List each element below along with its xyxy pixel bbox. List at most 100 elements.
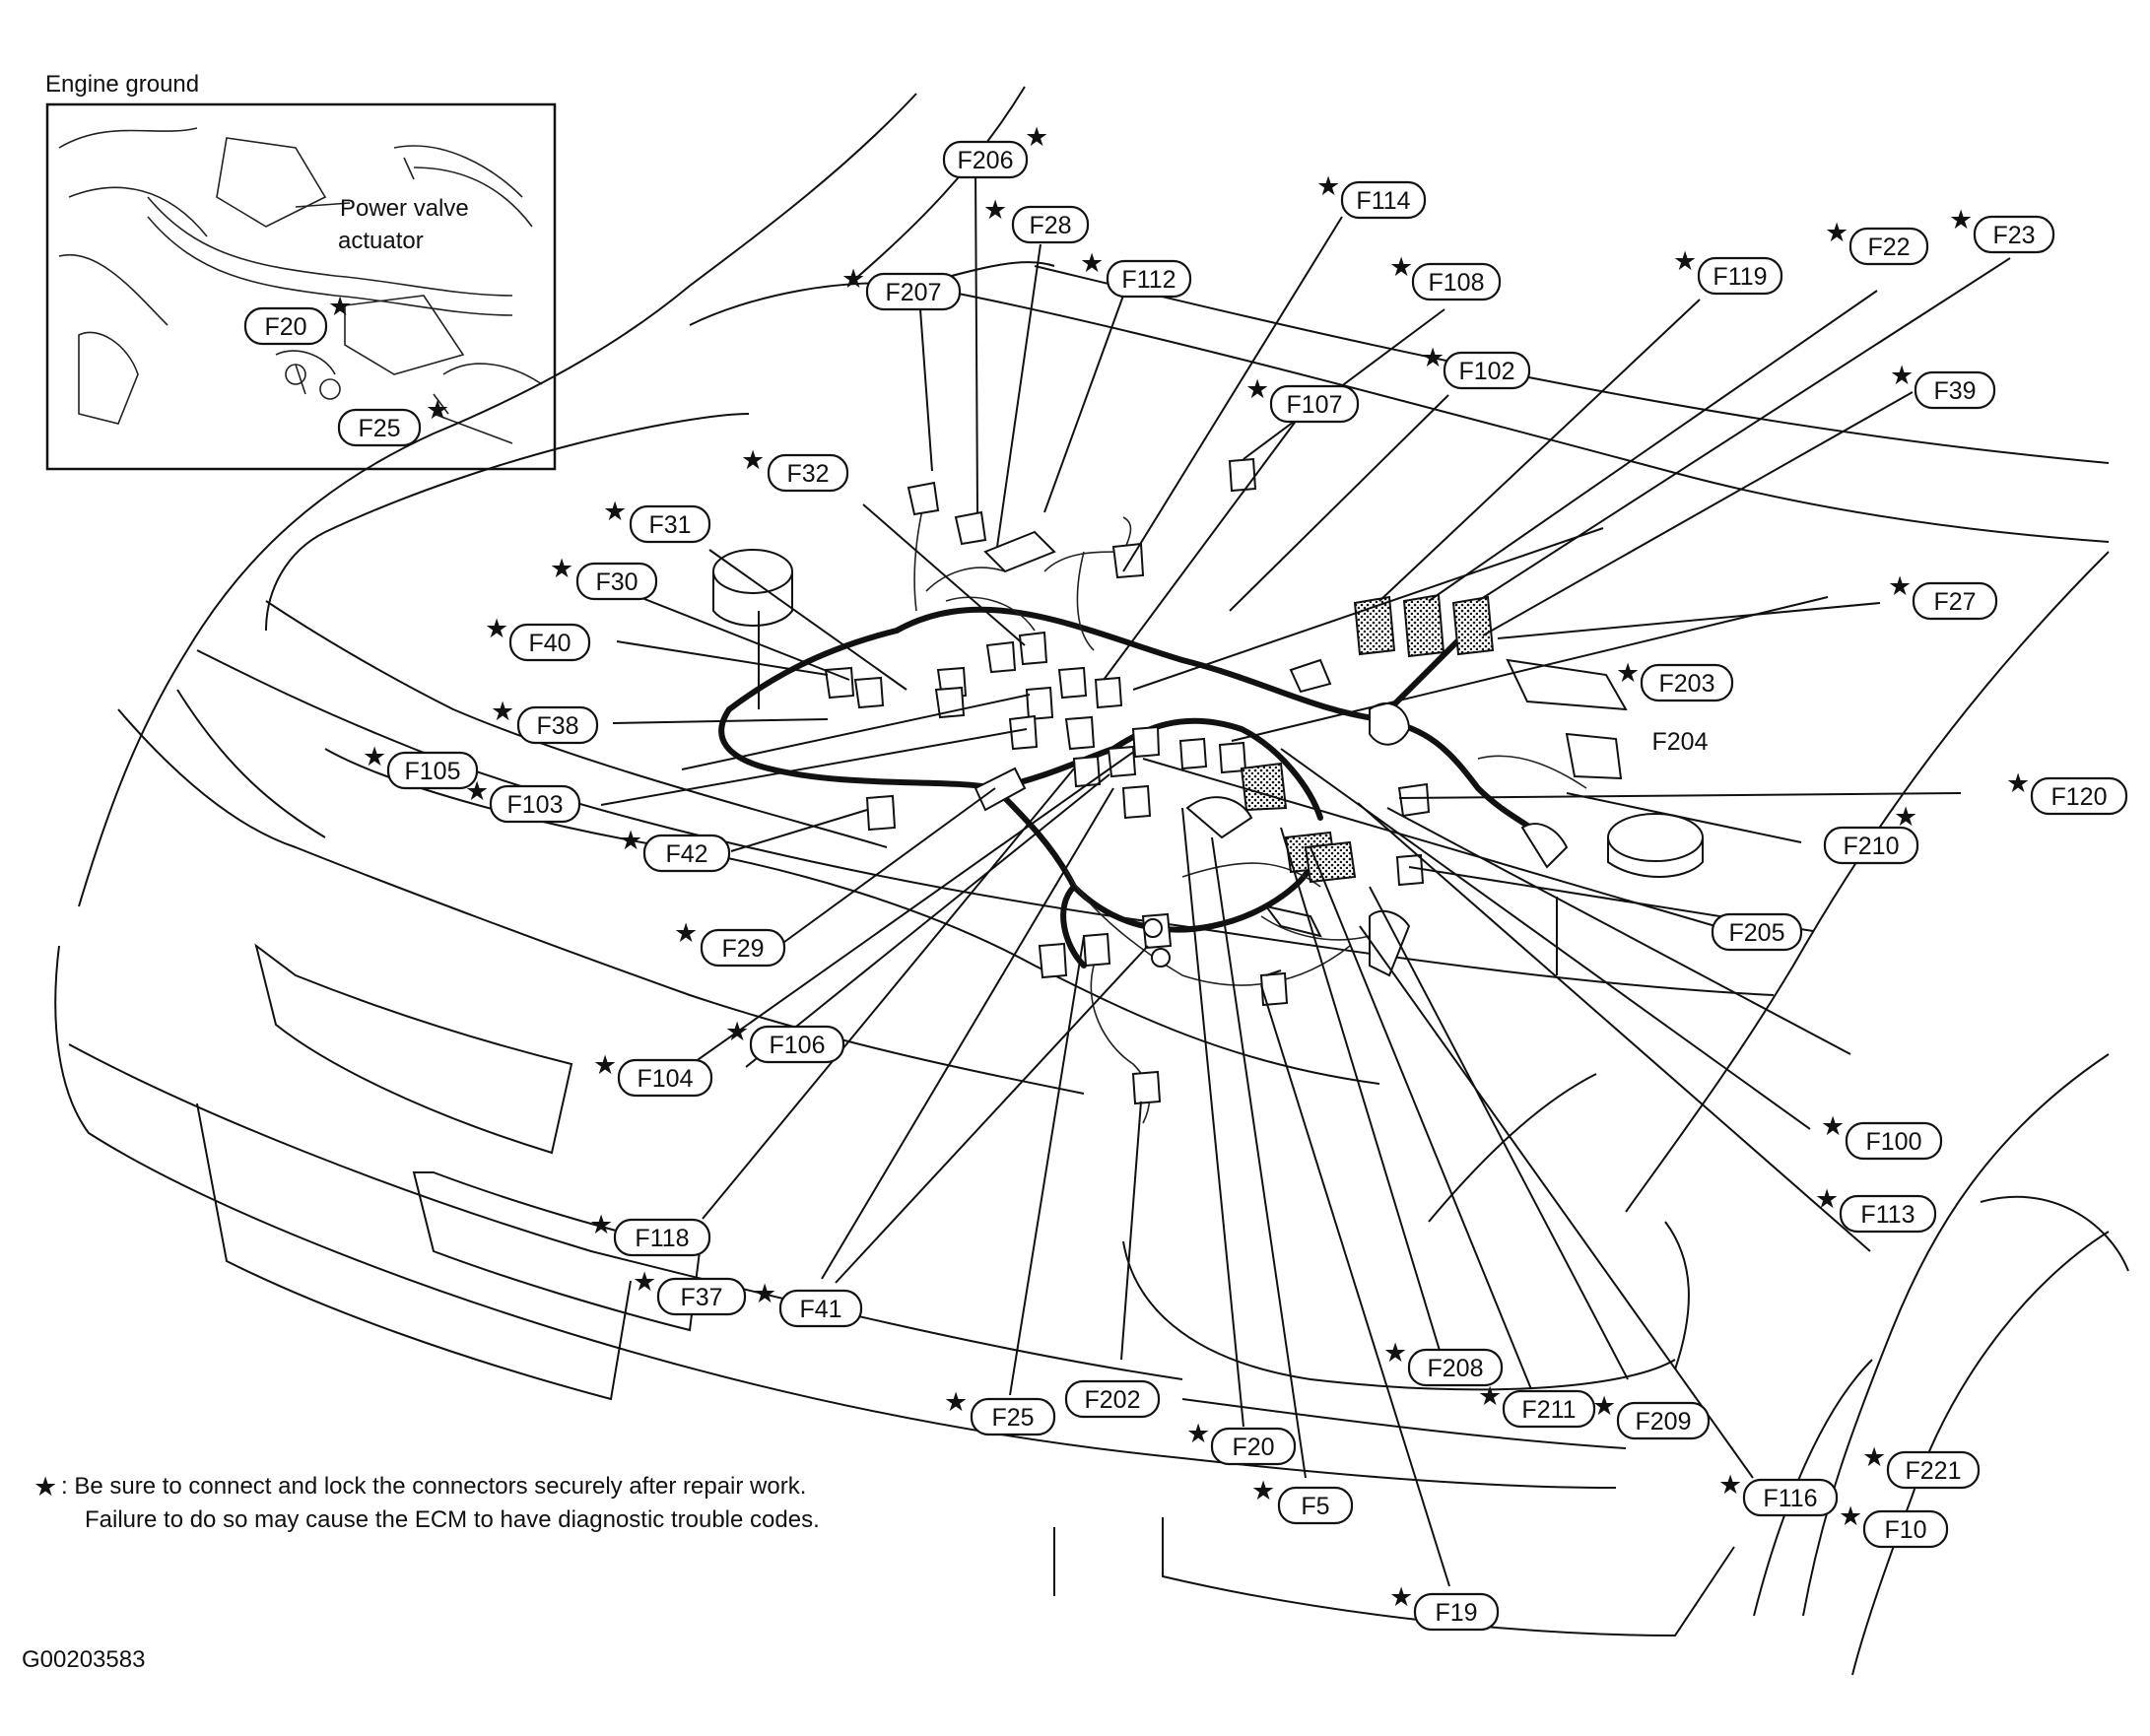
label-f204: F204: [1652, 728, 1709, 756]
label-f103: F103★: [465, 776, 581, 824]
label-f29: F29 ★: [674, 918, 786, 968]
star-icon: ★: [1080, 248, 1104, 278]
footnote-line1: : Be sure to connect and lock the connec…: [61, 1473, 806, 1500]
star-icon: ★: [603, 497, 627, 526]
inset-title: Engine ground: [45, 71, 199, 98]
label-f112: F112 ★: [1080, 248, 1192, 299]
inset-star-icon: ★: [328, 292, 352, 321]
svg-text:F106: F106: [770, 1032, 826, 1059]
star-icon: ★: [1316, 171, 1340, 201]
label-f114: F114★: [1316, 171, 1427, 220]
label-f119: F119★: [1673, 246, 1783, 296]
label-f120: F120★: [2006, 768, 2128, 816]
svg-text:F10: F10: [1884, 1516, 1926, 1544]
svg-text:F38: F38: [536, 712, 578, 740]
svg-text:F119: F119: [1713, 263, 1767, 291]
svg-text:F32: F32: [786, 460, 829, 488]
star-icon: ★: [593, 1050, 617, 1080]
label-f28: F28★: [983, 195, 1090, 244]
svg-text:F27: F27: [1933, 588, 1976, 616]
svg-text:F118: F118: [635, 1225, 689, 1252]
svg-text:F204: F204: [1652, 728, 1709, 756]
svg-text:F105: F105: [405, 758, 461, 785]
svg-text:F25: F25: [358, 415, 400, 442]
label-f108: F108★: [1389, 252, 1502, 301]
star-icon: ★: [674, 918, 698, 948]
svg-text:F20: F20: [264, 313, 306, 341]
svg-text:F29: F29: [721, 935, 764, 963]
svg-text:F112: F112: [1121, 266, 1176, 294]
label-f22: F22 ★: [1825, 218, 1929, 266]
svg-text:F39: F39: [1933, 377, 1976, 405]
connector-labels: F206★ F28★ F114★ F112★ F207★ F108★ F119★…: [363, 122, 2128, 1632]
star-icon: ★: [1592, 1391, 1616, 1421]
svg-text:F113: F113: [1860, 1201, 1915, 1229]
svg-text:F209: F209: [1636, 1408, 1692, 1436]
label-f39: F39 ★: [1890, 361, 1996, 410]
svg-text:F116: F116: [1763, 1485, 1817, 1512]
svg-text:F221: F221: [1906, 1457, 1962, 1485]
inset-frame: [45, 102, 557, 471]
star-icon: ★: [1478, 1381, 1502, 1411]
svg-text:F42: F42: [665, 840, 707, 868]
label-f42: F42★: [619, 826, 731, 873]
star-icon: ★: [1888, 571, 1912, 601]
star-icon: ★: [753, 1279, 776, 1308]
figure-id: G00203583: [22, 1646, 145, 1673]
label-f25: F25★: [944, 1387, 1056, 1436]
footnote-line2: Failure to do so may cause the ECM to ha…: [85, 1506, 820, 1533]
star-icon: ★: [1949, 205, 1973, 234]
label-f106: F106★: [725, 1017, 845, 1064]
svg-text:F30: F30: [595, 568, 638, 596]
label-f116: F116★: [1718, 1470, 1839, 1517]
label-f207: F207★: [841, 264, 962, 311]
svg-text:F208: F208: [1428, 1355, 1484, 1382]
svg-text:F41: F41: [799, 1296, 841, 1323]
label-f221: F221 ★: [1862, 1442, 1981, 1490]
star-icon: ★: [589, 1210, 613, 1239]
leader-lines: [596, 167, 2011, 1587]
svg-text:F202: F202: [1085, 1386, 1141, 1414]
label-f211: F211★: [1478, 1381, 1596, 1429]
label-f38: F38 ★: [491, 697, 599, 745]
inset-label-f25: F25: [337, 408, 422, 447]
svg-text:F120: F120: [2051, 783, 2108, 811]
star-icon: ★: [1389, 1582, 1413, 1612]
svg-text:F203: F203: [1659, 670, 1715, 698]
label-f208: F208★: [1383, 1338, 1504, 1387]
svg-text:F19: F19: [1435, 1599, 1477, 1627]
svg-text:F25: F25: [991, 1404, 1034, 1432]
svg-text:F210: F210: [1844, 833, 1900, 860]
svg-text:F205: F205: [1729, 919, 1785, 947]
svg-text:F5: F5: [1301, 1493, 1329, 1520]
svg-text:F207: F207: [886, 279, 942, 306]
star-icon: ★: [1821, 1111, 1845, 1141]
label-f23: F23★: [1949, 205, 2055, 254]
star-icon: ★: [491, 697, 514, 726]
star-icon: ★: [1862, 1442, 1886, 1472]
label-f20: F20★: [1186, 1419, 1297, 1466]
star-icon: ★: [741, 445, 765, 475]
label-f27: F27 ★: [1888, 571, 1998, 621]
star-icon: ★: [983, 195, 1007, 225]
footnote-star-icon: ★: [34, 1472, 57, 1502]
footnote: ★ : Be sure to connect and lock the conn…: [34, 1472, 820, 1533]
svg-text:F40: F40: [528, 630, 571, 657]
star-icon: ★: [1825, 218, 1848, 247]
engine-ground-inset: Engine ground Power valve actuator ★ F20: [45, 71, 557, 471]
inset-annotation-line2: actuator: [338, 228, 424, 254]
wire-harness: [718, 492, 1587, 1124]
label-f102: F102★: [1421, 343, 1531, 390]
star-icon: ★: [1025, 122, 1048, 152]
svg-text:F104: F104: [638, 1065, 694, 1093]
svg-text:F206: F206: [958, 147, 1014, 174]
star-icon: ★: [363, 742, 386, 771]
star-icon: ★: [485, 614, 508, 643]
star-icon: ★: [1890, 361, 1914, 390]
inset-annotation-line1: Power valve: [340, 195, 469, 222]
svg-text:F22: F22: [1867, 234, 1910, 261]
label-f104: F104 ★: [593, 1050, 713, 1098]
vehicle-body-outline: [54, 86, 2129, 1676]
label-f210: F210★: [1823, 802, 1919, 865]
